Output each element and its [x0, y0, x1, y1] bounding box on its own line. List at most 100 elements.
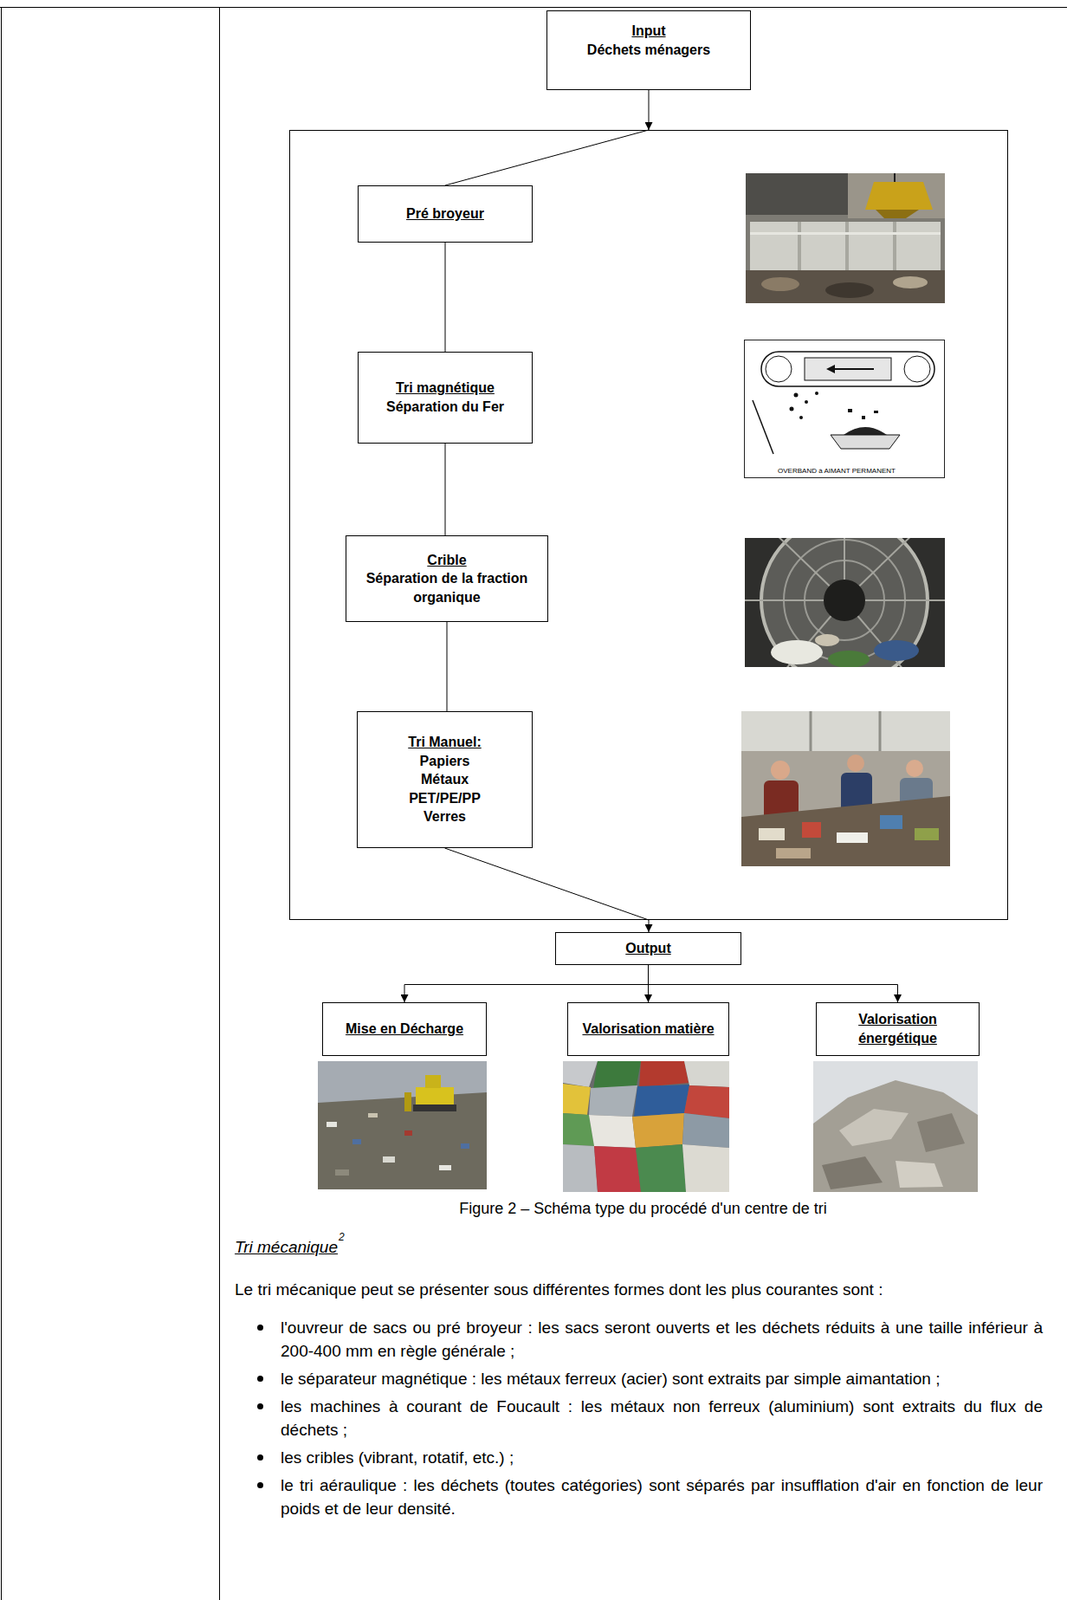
- flow-connector: [445, 129, 649, 186]
- machine-rail: [750, 232, 941, 235]
- fuel-pile-photo: [813, 1060, 978, 1192]
- box-text: Séparation de la fraction organique: [355, 569, 539, 607]
- waste-item: [879, 814, 903, 829]
- table-frame: [0, 6, 1067, 1600]
- crushed-item: [588, 1114, 636, 1148]
- crushed-item: [684, 1060, 730, 1087]
- box-text: Métaux: [420, 769, 469, 789]
- figure-caption: Figure 2 – Schéma type du procédé d'un c…: [219, 1198, 1067, 1219]
- box-heading: Tri Manuel:: [407, 732, 481, 752]
- crushed-item: [684, 1085, 730, 1119]
- box-heading: Pré broyeur: [406, 204, 485, 224]
- bullet-text: le séparateur magnétique : les métaux fe…: [280, 1366, 1043, 1391]
- bullet-dot: [257, 1324, 264, 1331]
- manual-sorting-photo: [741, 711, 951, 867]
- body-paragraph: Le tri mécanique peut se présenter sous …: [234, 1277, 1058, 1301]
- drum-ribs: [744, 537, 945, 667]
- box-heading: Output: [625, 938, 671, 958]
- recyclables-photo: [562, 1060, 730, 1192]
- destination-box: Mise en Décharge: [322, 1002, 487, 1056]
- destination-box: Valorisation énergétique: [815, 1002, 980, 1056]
- crushed-item: [632, 1112, 685, 1148]
- iron-piece: [794, 393, 799, 398]
- box-heading: Tri magnétique: [395, 378, 495, 398]
- box-heading: Input: [631, 21, 666, 41]
- pile-shadow: [821, 1156, 883, 1190]
- bullet-text: les machines à courant de Foucault : les…: [280, 1394, 1043, 1442]
- waste-speck: [368, 1112, 378, 1118]
- crushed-item: [594, 1145, 641, 1192]
- crushed-item: [593, 1060, 641, 1089]
- sky: [317, 1060, 487, 1190]
- figure-annotation: OVERBAND à AIMANT PERMANENT: [758, 466, 915, 476]
- flow-connector: [445, 847, 650, 920]
- shredder-machine: [750, 221, 941, 271]
- worker-head: [905, 759, 924, 777]
- process-box: Tri Manuel:PapiersMétauxPET/PE/PPVerres: [356, 711, 533, 848]
- box-heading: Mise en Décharge: [345, 1019, 464, 1039]
- crushed-item: [588, 1085, 638, 1117]
- conveyor-trough: [830, 434, 900, 449]
- permanent-magnet: [804, 357, 892, 381]
- crane-cable: [893, 173, 896, 182]
- table-rule: [0, 6, 2, 1600]
- box-text: Déchets ménagers: [587, 40, 711, 60]
- waste-speck: [335, 1169, 350, 1176]
- flow-connector: [648, 919, 650, 932]
- waste-item: [758, 827, 785, 841]
- window-frame: [879, 711, 882, 751]
- process-box: Tri magnétiqueSéparation du Fer: [357, 351, 533, 444]
- crushed-item: [639, 1060, 689, 1087]
- fuel-pile: [813, 1079, 978, 1192]
- waste-piece: [861, 415, 866, 420]
- crane-grab: [875, 209, 919, 219]
- waste-patch: [761, 277, 800, 291]
- section-heading: Tri mécanique: [234, 1235, 338, 1259]
- overband-belt: [761, 351, 935, 387]
- bullet-text: le tri aéraulique : les déchets (toutes …: [280, 1473, 1043, 1520]
- pile-shadow: [917, 1112, 965, 1152]
- machine-divider: [845, 221, 849, 271]
- iron-chute: [752, 400, 774, 454]
- crushed-item: [635, 1144, 686, 1192]
- flow-connector: [445, 443, 447, 536]
- waste-patch: [814, 633, 840, 647]
- waste-item: [776, 847, 811, 859]
- box-heading: Crible: [426, 550, 466, 570]
- belt-pulley: [765, 355, 792, 382]
- machine-divider: [892, 221, 897, 271]
- output-box: Output: [555, 931, 742, 965]
- iron-piece: [799, 415, 803, 420]
- process-box: CribleSéparation de la fraction organiqu…: [345, 535, 549, 622]
- photo-ground: [562, 1060, 730, 1192]
- flow-connector: [446, 621, 448, 712]
- belt-pulley: [904, 355, 931, 382]
- waste-piece: [847, 408, 853, 413]
- waste-speck: [326, 1121, 337, 1127]
- waste-pile: [843, 426, 887, 435]
- crushed-item: [562, 1112, 595, 1146]
- waste-item: [801, 821, 822, 838]
- trommel-photo: [744, 537, 945, 667]
- crane-grab: [865, 181, 933, 210]
- bullet-text: l'ouvreur de sacs ou pré broyeur : les s…: [280, 1315, 1043, 1363]
- landfill-ground: [317, 1092, 487, 1190]
- waste-patch: [892, 276, 928, 289]
- crushed-item: [682, 1112, 730, 1148]
- box-text: Séparation du Fer: [386, 397, 505, 417]
- window-frame: [809, 711, 813, 751]
- landfill-photo: [317, 1060, 487, 1190]
- drum-core: [823, 579, 866, 621]
- cabin-window: [741, 711, 951, 751]
- crushed-item: [682, 1144, 730, 1192]
- waste-speck: [460, 1143, 470, 1149]
- process-box: Pré broyeur: [357, 185, 533, 243]
- belt-direction-head: [826, 364, 835, 374]
- bulldozer-body: [415, 1086, 454, 1106]
- iron-piece: [789, 407, 795, 412]
- drawing-frame: [744, 340, 945, 479]
- waste-speck: [352, 1138, 362, 1145]
